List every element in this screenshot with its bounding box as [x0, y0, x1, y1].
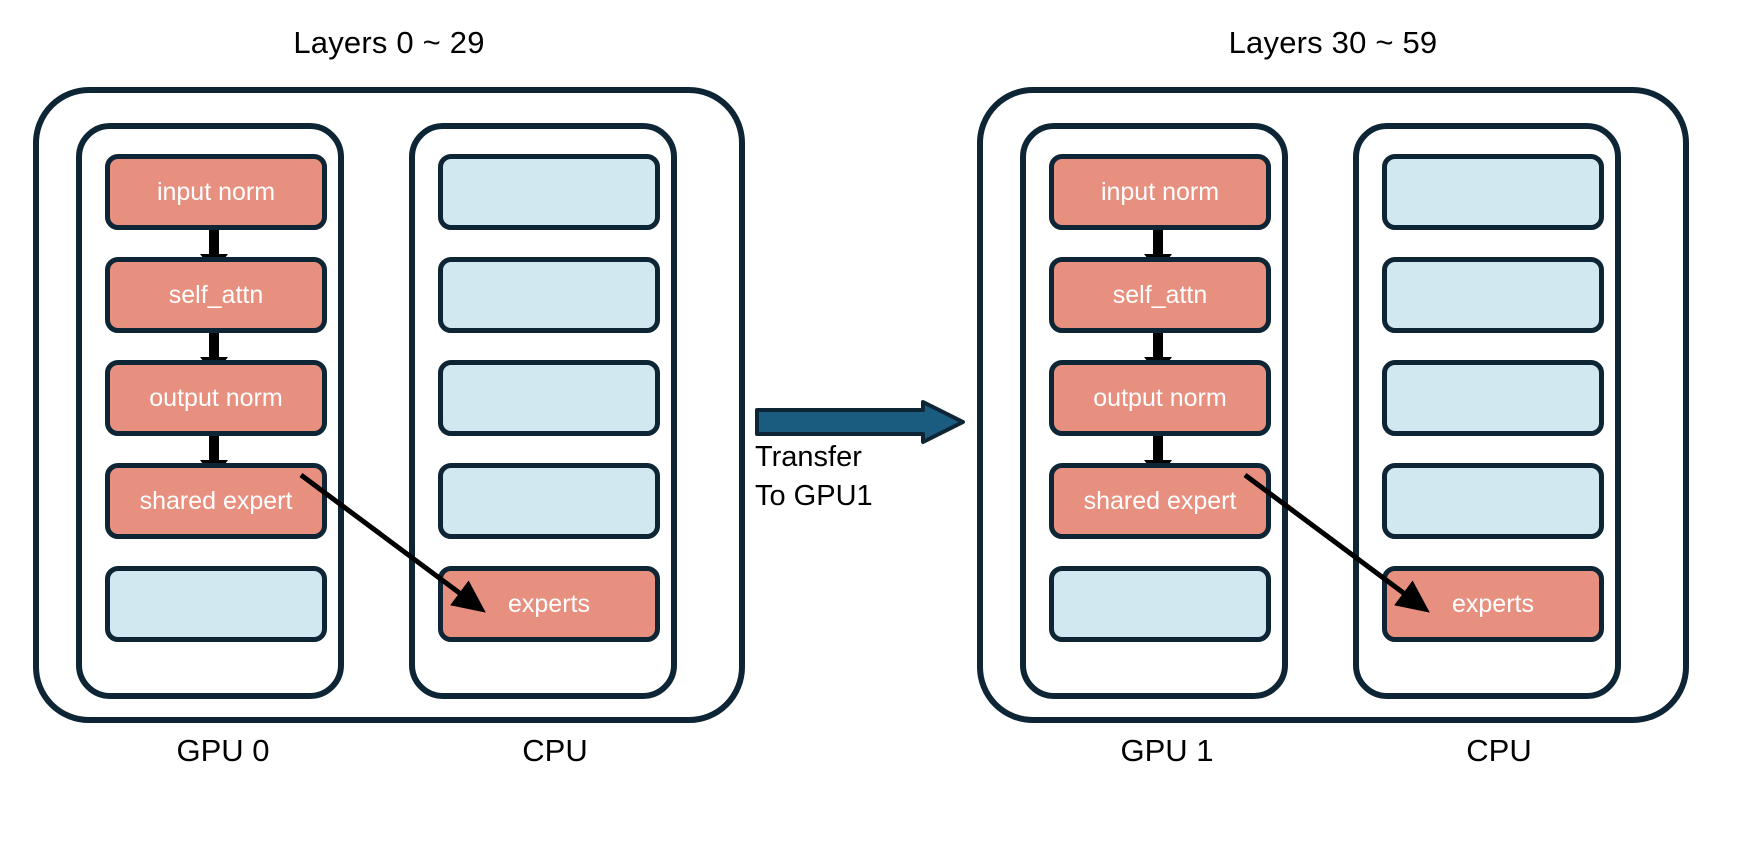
layer-group-right: Layers 30 ~ 59 input norm self_attn outp…: [977, 25, 1689, 805]
device-label-cpu-0: CPU: [522, 733, 588, 768]
cpu-slot-empty-1[interactable]: [438, 154, 660, 230]
flow-arrow-icon: [200, 230, 228, 272]
flow-arrow-icon: [1144, 333, 1172, 375]
device-pair-shell-right: input norm self_attn output norm shared …: [977, 87, 1689, 723]
gpu-slot-empty[interactable]: [105, 566, 327, 642]
flow-arrow-icon: [200, 333, 228, 375]
cpu-slot-empty-2[interactable]: [438, 257, 660, 333]
layer-group-left: Layers 0 ~ 29 input norm self_attn outpu…: [33, 25, 745, 805]
cpu-slot-empty-4[interactable]: [438, 463, 660, 539]
transfer-label-line-1: Transfer: [755, 441, 862, 473]
gpu-panel-right: input norm self_attn output norm shared …: [1020, 123, 1288, 699]
device-label-gpu-0: GPU 0: [176, 733, 270, 768]
cpu-slot-empty-4[interactable]: [1382, 463, 1604, 539]
gpu-slot-output-norm[interactable]: output norm: [105, 360, 327, 436]
gpu-slot-self-attn[interactable]: self_attn: [1049, 257, 1271, 333]
cpu-slot-empty-1[interactable]: [1382, 154, 1604, 230]
flow-arrow-icon: [1144, 230, 1172, 272]
group-title-right: Layers 30 ~ 59: [1228, 25, 1438, 60]
gpu-slot-output-norm[interactable]: output norm: [1049, 360, 1271, 436]
group-title-left: Layers 0 ~ 29: [293, 25, 485, 60]
transfer-arrow-icon: [755, 400, 965, 444]
cpu-slot-empty-3[interactable]: [1382, 360, 1604, 436]
cpu-panel-left: experts: [409, 123, 677, 699]
device-pair-shell-left: input norm self_attn output norm shared …: [33, 87, 745, 723]
cpu-slot-empty-2[interactable]: [1382, 257, 1604, 333]
flow-arrow-icon: [1144, 436, 1172, 478]
gpu-slot-shared-expert[interactable]: shared expert: [105, 463, 327, 539]
gpu-slot-self-attn[interactable]: self_attn: [105, 257, 327, 333]
gpu-slot-empty[interactable]: [1049, 566, 1271, 642]
transfer-label: Transfer To GPU1: [755, 438, 915, 516]
cpu-slot-experts[interactable]: experts: [438, 566, 660, 642]
flow-arrow-icon: [200, 436, 228, 478]
device-label-cpu-1: CPU: [1466, 733, 1532, 768]
gpu-slot-shared-expert[interactable]: shared expert: [1049, 463, 1271, 539]
transfer-label-line-2: To GPU1: [755, 480, 873, 512]
device-label-gpu-1: GPU 1: [1120, 733, 1214, 768]
gpu-slot-input-norm[interactable]: input norm: [105, 154, 327, 230]
cpu-slot-empty-3[interactable]: [438, 360, 660, 436]
transfer-connector: Transfer To GPU1: [755, 400, 970, 530]
gpu-panel-left: input norm self_attn output norm shared …: [76, 123, 344, 699]
gpu-slot-input-norm[interactable]: input norm: [1049, 154, 1271, 230]
cpu-panel-right: experts: [1353, 123, 1621, 699]
cpu-slot-experts[interactable]: experts: [1382, 566, 1604, 642]
